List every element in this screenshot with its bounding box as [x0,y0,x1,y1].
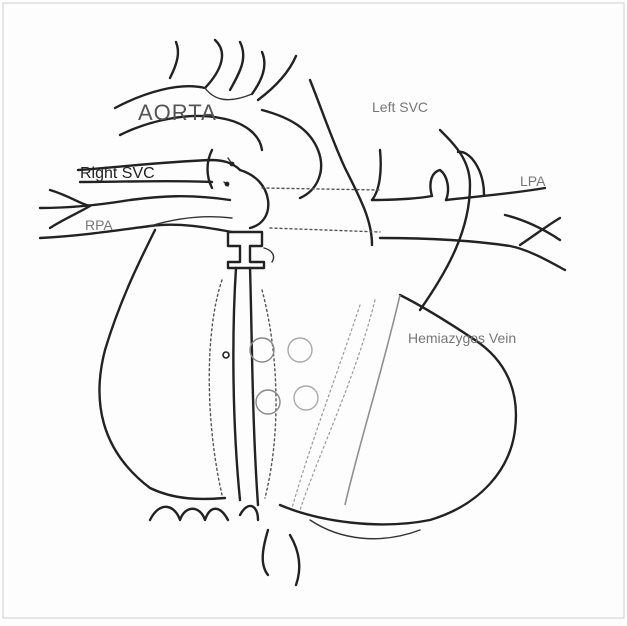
lpa-vessel [380,188,565,270]
label-hemiazygos-vein: Hemiazygos Vein [408,330,516,346]
label-left-svc: Left SVC [372,99,428,115]
vein-circles [250,338,318,414]
hemiazygos-vessel [292,295,400,510]
figure-border [3,3,624,618]
heart-outline [99,230,515,585]
label-rpa: RPA [85,217,113,233]
dashed-connectors [262,188,380,232]
septum [209,268,276,505]
label-right-svc: Right SVC [80,165,155,182]
label-lpa: LPA [520,173,546,189]
rpa-vessel [40,190,232,238]
pulmonary-valve [228,232,274,268]
label-aorta: AORTA [138,100,217,125]
